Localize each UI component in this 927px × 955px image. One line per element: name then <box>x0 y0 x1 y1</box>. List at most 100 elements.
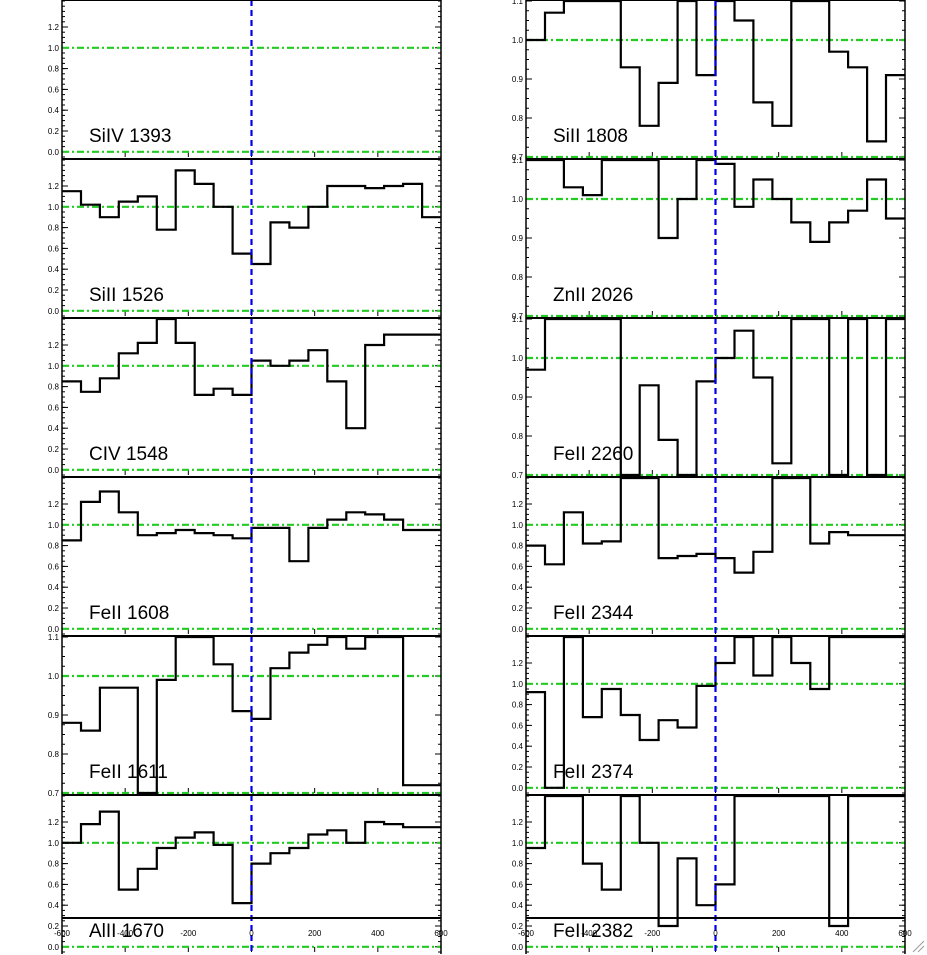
y-tick-label: 0.6 <box>512 562 524 571</box>
x-tick-label: -400 <box>117 929 134 938</box>
panel-label: CIV 1548 <box>89 444 168 465</box>
y-tick-label: 0.8 <box>512 432 524 441</box>
panel-label: FeII 2344 <box>553 603 634 624</box>
y-tick-label: 0.6 <box>512 880 524 889</box>
y-tick-label: 0.8 <box>512 273 524 282</box>
panel-label: FeII 2260 <box>553 444 633 465</box>
y-tick-label: 0.4 <box>512 583 524 592</box>
y-tick-label: 0.4 <box>48 583 60 592</box>
y-tick-label: 1.2 <box>48 182 60 191</box>
y-tick-label: 0.8 <box>48 750 60 759</box>
x-tick-label: 0 <box>713 929 718 938</box>
y-tick-label: 0.0 <box>48 148 60 157</box>
y-tick-label: 0.7 <box>512 471 524 480</box>
y-tick-label: 0.8 <box>512 701 524 710</box>
x-tick-label: 400 <box>835 929 849 938</box>
x-tick-label: 400 <box>371 929 385 938</box>
y-tick-label: 0.4 <box>512 901 524 910</box>
y-tick-label: 0.6 <box>48 562 60 571</box>
y-tick-label: 0.9 <box>512 234 524 243</box>
y-tick-label: 0.8 <box>48 542 60 551</box>
y-tick-label: 1.2 <box>48 341 60 350</box>
y-tick-label: 1.2 <box>48 500 60 509</box>
x-tick-label: -600 <box>54 929 71 938</box>
y-tick-label: 0.2 <box>512 922 524 931</box>
y-tick-label: 0.7 <box>512 153 524 162</box>
y-tick-label: 0.9 <box>512 393 524 402</box>
y-tick-label: 0.2 <box>48 286 60 295</box>
y-tick-label: 0.2 <box>48 445 60 454</box>
y-tick-label: 0.0 <box>48 307 60 316</box>
y-tick-label: 1.0 <box>512 680 524 689</box>
y-tick-label: 0.9 <box>48 711 60 720</box>
panel-label: AlII 1670 <box>89 921 164 942</box>
y-tick-label: 0.4 <box>48 106 60 115</box>
y-tick-label: 0.8 <box>512 542 524 551</box>
panel-label: SiII 1808 <box>553 126 628 147</box>
y-tick-label: 0.8 <box>48 224 60 233</box>
panel-label: SiIV 1393 <box>89 126 171 147</box>
y-tick-label: 0.0 <box>512 784 524 793</box>
y-tick-label: 1.0 <box>48 839 60 848</box>
panel-label: ZnII 2026 <box>553 285 633 306</box>
y-tick-label: 1.2 <box>512 818 524 827</box>
y-tick-label: 0.0 <box>48 625 60 634</box>
y-tick-label: 1.0 <box>512 195 524 204</box>
y-tick-label: 1.0 <box>48 362 60 371</box>
spectrum-step-line <box>526 158 905 243</box>
y-tick-label: 1.1 <box>48 633 60 642</box>
x-tick-label: 600 <box>898 929 912 938</box>
panel-label: FeII 2374 <box>553 762 634 783</box>
y-tick-label: 1.0 <box>48 521 60 530</box>
y-tick-label: 0.8 <box>512 114 524 123</box>
y-tick-label: 0.2 <box>512 604 524 613</box>
panel-label: FeII 1611 <box>89 762 168 783</box>
x-tick-label: -600 <box>518 929 535 938</box>
y-tick-label: 0.4 <box>48 265 60 274</box>
y-tick-label: 0.2 <box>48 127 60 136</box>
y-tick-label: 1.0 <box>512 354 524 363</box>
y-tick-label: 1.0 <box>512 839 524 848</box>
y-tick-label: 0.0 <box>48 943 60 952</box>
spectrum-step-line <box>62 490 441 563</box>
y-tick-label: 1.1 <box>512 0 524 6</box>
resize-grip-icon <box>912 940 925 953</box>
y-tick-label: 0.6 <box>48 403 60 412</box>
spectrum-step-line <box>62 635 441 795</box>
panel-label: FeII 1608 <box>89 603 169 624</box>
x-tick-label: 0 <box>249 929 254 938</box>
y-tick-label: 0.9 <box>512 75 524 84</box>
y-tick-label: 0.4 <box>48 424 60 433</box>
y-tick-label: 0.6 <box>48 85 60 94</box>
y-tick-label: 0.7 <box>48 789 60 798</box>
y-tick-label: 0.4 <box>512 742 524 751</box>
y-tick-label: 1.0 <box>512 521 524 530</box>
y-tick-label: 1.2 <box>512 500 524 509</box>
y-tick-label: 0.2 <box>48 604 60 613</box>
y-tick-label: 0.7 <box>512 312 524 321</box>
y-tick-label: 0.6 <box>48 244 60 253</box>
y-tick-label: 1.2 <box>512 659 524 668</box>
y-tick-label: 1.2 <box>48 23 60 32</box>
x-tick-label: -400 <box>581 929 598 938</box>
y-tick-label: 0.8 <box>48 383 60 392</box>
y-tick-label: 0.8 <box>48 65 60 74</box>
spectrum-step-line <box>62 810 441 905</box>
y-tick-label: 1.0 <box>48 44 60 53</box>
spectrum-step-line <box>526 476 905 574</box>
y-tick-label: 0.2 <box>48 922 60 931</box>
y-tick-label: 0.4 <box>48 901 60 910</box>
y-tick-label: 1.0 <box>512 36 524 45</box>
